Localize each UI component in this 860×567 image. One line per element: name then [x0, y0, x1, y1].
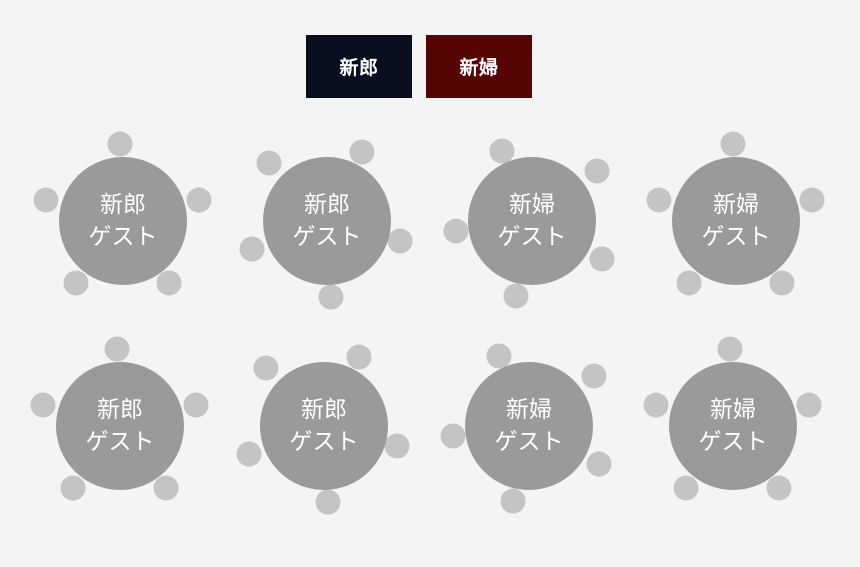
seat [443, 218, 469, 244]
seat [589, 246, 615, 272]
table-guest-label: ゲスト [85, 429, 155, 455]
round-table[interactable]: 新郎ゲスト [263, 157, 391, 285]
groom-legend-button[interactable]: 新郎 [306, 35, 412, 98]
seat [315, 489, 341, 515]
seat [643, 392, 669, 418]
table-side-label: 新郎 [97, 397, 143, 423]
table-guest-label: ゲスト [289, 429, 359, 455]
seat [153, 475, 179, 501]
seat [33, 187, 59, 213]
table-guest-label: ゲスト [497, 224, 567, 250]
seat [440, 423, 466, 449]
seat [584, 158, 610, 184]
seat [673, 475, 699, 501]
seat [63, 270, 89, 296]
seat [586, 451, 612, 477]
seat [60, 475, 86, 501]
seat [489, 138, 515, 164]
table-side-label: 新郎 [301, 397, 347, 423]
seat [676, 270, 702, 296]
round-table[interactable]: 新郎ゲスト [56, 362, 184, 490]
round-table[interactable]: 新婦ゲスト [669, 362, 797, 490]
bride-legend-label: 新婦 [459, 57, 499, 79]
table-side-label: 新郎 [304, 192, 350, 218]
seat [717, 336, 743, 362]
table-side-label: 新婦 [710, 397, 756, 423]
table-guest-label: ゲスト [88, 224, 158, 250]
table-guest-label: ゲスト [494, 429, 564, 455]
table-side-label: 新婦 [506, 397, 552, 423]
table-side-label: 新婦 [509, 192, 555, 218]
round-table[interactable]: 新婦ゲスト [465, 362, 593, 490]
seat [183, 392, 209, 418]
seat [236, 441, 262, 467]
seat [581, 363, 607, 389]
seat [500, 488, 526, 514]
round-table[interactable]: 新郎ゲスト [260, 362, 388, 490]
seat [318, 284, 344, 310]
seat [720, 131, 746, 157]
seat [796, 392, 822, 418]
seat [769, 270, 795, 296]
bride-legend-button[interactable]: 新婦 [426, 35, 532, 98]
seat [239, 236, 265, 262]
seat [799, 187, 825, 213]
seat [156, 270, 182, 296]
seat [256, 150, 282, 176]
seat [384, 433, 410, 459]
seat [646, 187, 672, 213]
seat [186, 187, 212, 213]
seat [486, 343, 512, 369]
table-side-label: 新郎 [100, 192, 146, 218]
seat [104, 336, 130, 362]
table-guest-label: ゲスト [292, 224, 362, 250]
round-table[interactable]: 新婦ゲスト [468, 157, 596, 285]
seat [253, 355, 279, 381]
seat [766, 475, 792, 501]
seat [349, 139, 375, 165]
round-table[interactable]: 新郎ゲスト [59, 157, 187, 285]
table-side-label: 新婦 [713, 192, 759, 218]
seat [107, 131, 133, 157]
seat [346, 344, 372, 370]
table-guest-label: ゲスト [698, 429, 768, 455]
seat [30, 392, 56, 418]
groom-legend-label: 新郎 [339, 57, 379, 79]
seat [387, 228, 413, 254]
round-table[interactable]: 新婦ゲスト [672, 157, 800, 285]
seat [503, 283, 529, 309]
table-guest-label: ゲスト [701, 224, 771, 250]
